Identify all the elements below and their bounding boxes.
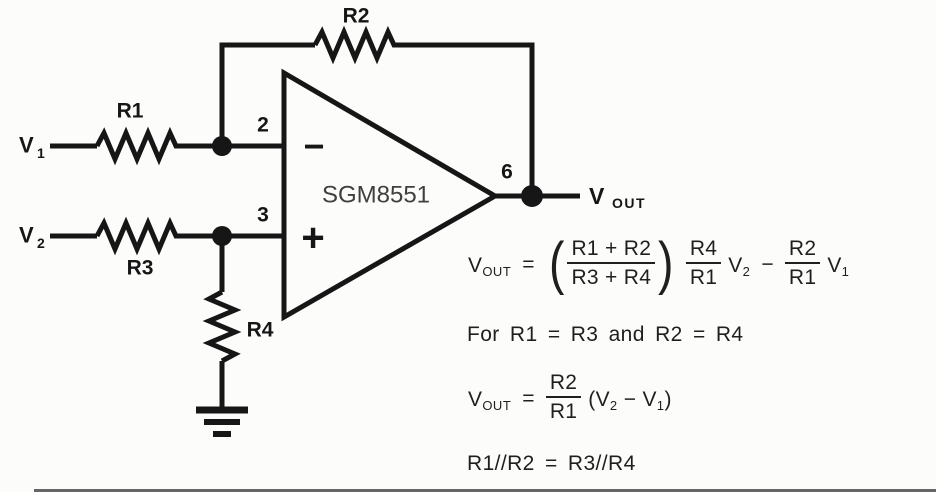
eq1-v2-sub: 2: [742, 264, 751, 280]
eq3-frac-denominator: R1: [549, 400, 578, 424]
ground-symbol: [196, 406, 248, 437]
eq1-frac1-denominator: R3 + R4: [571, 266, 652, 290]
eq3-v1-sub: 1: [656, 398, 665, 414]
junction-dot-output: [521, 185, 543, 207]
eq3-frac-numerator: R2: [545, 372, 582, 399]
eq1-frac1-numerator: R1 + R2: [567, 238, 656, 265]
pin-6-label: 6: [501, 161, 513, 184]
r1-resistor: [94, 126, 181, 166]
r1-label: R1: [117, 100, 144, 123]
feedback-wire-left: [219, 42, 315, 146]
r3-resistor: [94, 216, 181, 256]
junction-dot-noninverting: [212, 226, 232, 246]
eq1-minus: −: [761, 253, 774, 277]
eq3-equals: =: [522, 387, 535, 411]
v2-label: V: [19, 223, 34, 248]
eq1-open-paren: (: [548, 230, 565, 296]
r3-label: R3: [127, 257, 154, 280]
eq1-close-paren: ): [658, 230, 674, 296]
eq1-frac3-numerator: R2: [784, 238, 821, 265]
pin-2-label: 2: [257, 114, 269, 137]
scan-edge-artifact: [34, 489, 936, 492]
eq1-vout-sub: OUT: [482, 264, 512, 280]
v1-subscript: 1: [37, 145, 45, 161]
eq3-vout-sub: OUT: [482, 398, 512, 414]
noninverting-plus-sign: +: [301, 216, 324, 260]
eq1-equals: =: [522, 253, 535, 277]
eq1-v2-base: V: [728, 254, 743, 278]
vout-label: V: [589, 183, 605, 209]
r2-label: R2: [343, 5, 370, 28]
r2-resistor: [312, 25, 398, 65]
vout-subscript: OUT: [612, 195, 646, 211]
eq1-v1-sub: 1: [841, 264, 850, 280]
eq3-close-paren: ): [664, 388, 672, 412]
eq1-vout-base: V: [468, 254, 483, 278]
r4-label: R4: [247, 319, 274, 342]
chip-label: SGM8551: [322, 182, 430, 209]
equation-parallel: R1//R2 = R3//R4: [467, 452, 636, 475]
v2-subscript: 2: [37, 235, 45, 251]
r4-resistor: [202, 289, 242, 364]
eq1-frac2-denominator: R1: [689, 266, 718, 290]
inverting-minus-sign: −: [303, 126, 324, 167]
eq3-open-v: (V: [588, 388, 610, 412]
junction-dot-inverting: [212, 136, 232, 156]
eq1-frac3-denominator: R1: [788, 266, 817, 290]
eq3-difference-term: (V2 − V1): [588, 388, 672, 414]
opamp-triangle: [281, 68, 500, 322]
pin-3-label: 3: [257, 204, 269, 227]
v1-label: V: [19, 133, 34, 158]
eq3-v2-sub: 2: [609, 398, 618, 414]
eq3-vout-base: V: [468, 388, 483, 412]
feedback-wire-right: [398, 42, 535, 196]
eq1-v1-base: V: [827, 254, 842, 278]
eq1-frac2-numerator: R4: [685, 238, 722, 265]
eq3-minus-v: − V: [617, 388, 657, 412]
equation-condition: For R1 = R3 and R2 = R4: [467, 323, 744, 346]
